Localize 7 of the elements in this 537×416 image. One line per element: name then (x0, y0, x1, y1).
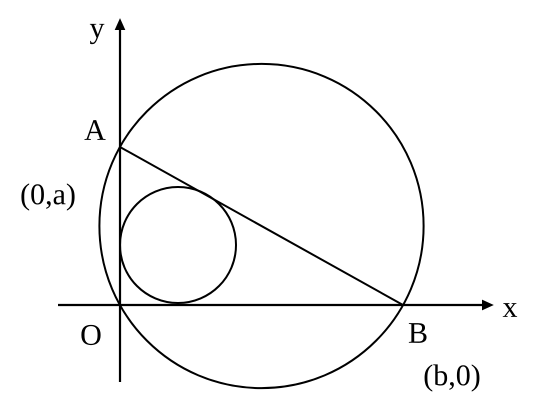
point-label: (0,a) (21, 183, 75, 211)
point-label: O (81, 324, 101, 346)
point-label: B (408, 323, 427, 343)
point-label: y (90, 24, 104, 44)
point-label: (b,0) (424, 364, 480, 392)
point-label: x (502, 303, 518, 317)
point-label: A (84, 120, 106, 140)
